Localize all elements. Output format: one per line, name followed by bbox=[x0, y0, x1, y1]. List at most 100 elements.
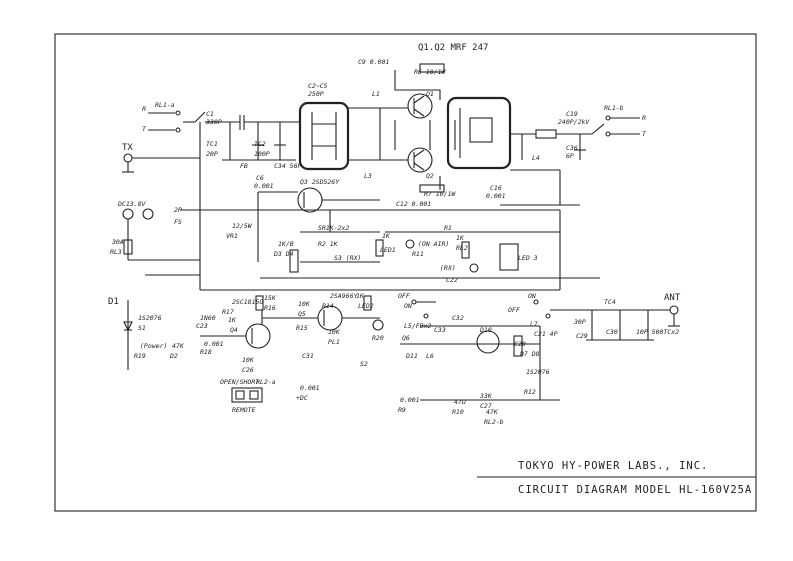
company-name: TOKYO HY-POWER LABS., INC. bbox=[518, 460, 709, 472]
label-r11: 1K bbox=[456, 234, 465, 242]
label-c36v: 6P bbox=[566, 152, 574, 160]
label-tc2v: 100P bbox=[254, 150, 270, 158]
label-fs: 30A bbox=[111, 238, 124, 246]
label-d2: 1N60 bbox=[200, 314, 216, 322]
label-r10: 33K bbox=[479, 392, 493, 400]
label-tc4v: C29 bbox=[576, 332, 588, 340]
label-r16: 10K bbox=[298, 300, 311, 308]
transistor-q1 bbox=[407, 93, 433, 119]
label-r12v: R10 bbox=[452, 408, 464, 416]
label-c25v: 250P bbox=[308, 90, 324, 98]
label-r2: S3 (RX) bbox=[334, 254, 361, 262]
label-tc1v: 20P bbox=[206, 150, 218, 158]
label-led3: (RX) bbox=[440, 264, 456, 272]
label-r14v: LED2 bbox=[358, 302, 374, 310]
label-r12: 47Ω bbox=[454, 398, 466, 406]
label-tc1: TC1 bbox=[206, 140, 218, 148]
label-open: RL2-a bbox=[256, 378, 276, 386]
relay-rl1b bbox=[591, 115, 640, 137]
label-r1v: LED1 bbox=[380, 246, 396, 254]
output-transformer bbox=[446, 96, 512, 170]
label-rl3: D1 bbox=[108, 297, 119, 307]
remote-label: REMOTE bbox=[232, 406, 256, 414]
label-l5: C32 bbox=[452, 314, 464, 322]
label-l1: L1 bbox=[372, 90, 380, 98]
label-q4v: R17 bbox=[222, 308, 234, 316]
label-c25b: R15 bbox=[296, 324, 308, 332]
label-c31v: +DC bbox=[296, 394, 308, 402]
label-tc2: TC2 bbox=[254, 140, 266, 148]
label-pl1: S2 bbox=[360, 360, 368, 368]
label-fb: FB bbox=[240, 162, 248, 170]
tx-label: TX bbox=[122, 143, 133, 153]
transistor-q2 bbox=[407, 147, 433, 173]
label-d3v: R2 1K bbox=[318, 240, 339, 248]
label-q5v: R14 bbox=[322, 302, 334, 310]
transistor-q6 bbox=[400, 325, 560, 401]
label-on2: L7 bbox=[530, 320, 538, 328]
label-r1r: 1K bbox=[382, 232, 391, 240]
label-s2: C31 bbox=[302, 352, 314, 360]
antenna-output bbox=[580, 305, 680, 341]
label-rl1a: RL1-a bbox=[155, 101, 175, 109]
label-c27v: R9 bbox=[398, 406, 406, 414]
bias-q3 bbox=[257, 187, 380, 273]
label-c1: C1 bbox=[206, 110, 214, 118]
output-network bbox=[500, 129, 592, 206]
relay-rl2 bbox=[411, 299, 580, 319]
label-c22v: FS bbox=[174, 218, 182, 226]
label-c36: C36 bbox=[566, 144, 578, 152]
label-r19v: D2 bbox=[169, 352, 178, 360]
label-vr1v: D3 D4 bbox=[273, 250, 294, 258]
label-r2l: R bbox=[642, 114, 646, 122]
led-rl2-network bbox=[375, 231, 560, 273]
label-r3v: VR1 bbox=[226, 232, 238, 240]
header-label: Q1.Q2 MRF 247 bbox=[418, 43, 488, 53]
label-r15v: PL1 bbox=[328, 338, 340, 346]
label-on: L5/FBx2 bbox=[404, 322, 431, 330]
label-c34: C34 56P bbox=[274, 162, 301, 170]
label-r9v: RL2-b bbox=[484, 418, 504, 426]
label-rl2a: OFF bbox=[398, 292, 410, 300]
label-q2: Q2 bbox=[426, 172, 434, 180]
relay-rl1a bbox=[148, 110, 220, 133]
label-c22: 2P bbox=[174, 206, 182, 214]
label-r15: 10K bbox=[328, 328, 341, 336]
label-r17v: R16 bbox=[264, 304, 276, 312]
label-r11v: RL2 bbox=[456, 244, 468, 252]
label-rl2b: OFF bbox=[508, 306, 520, 314]
label-d10: D11 bbox=[405, 352, 418, 360]
label-tc4: 30P bbox=[573, 318, 586, 326]
label-led3v: C22 bbox=[446, 276, 458, 284]
label-led1v: R11 bbox=[412, 250, 424, 258]
label-d1v: S1 bbox=[138, 324, 146, 332]
label-c27: 0.001 bbox=[400, 396, 420, 404]
label-c16v: 0.001 bbox=[486, 192, 506, 200]
label-led1: (ON AIR) bbox=[418, 240, 449, 248]
label-l3: L3 bbox=[364, 172, 372, 180]
label-c12: C12 0.001 bbox=[396, 200, 431, 208]
label-q1: Q1 bbox=[426, 90, 434, 98]
label-rdc: OPEN/SHORT bbox=[220, 378, 260, 386]
label-c30: 10P 500TCx2 bbox=[636, 328, 679, 336]
label-rl1b: RL1-b bbox=[604, 104, 624, 112]
remote-connector bbox=[231, 387, 263, 403]
transistor-q4 bbox=[200, 295, 271, 349]
label-c16: C16 bbox=[490, 184, 502, 192]
tx-connector bbox=[122, 153, 200, 173]
label-d1: 1S2076 bbox=[138, 314, 162, 322]
ant-label: ANT bbox=[664, 293, 681, 303]
label-d7: 1S2076 bbox=[526, 368, 550, 376]
input-network bbox=[220, 115, 300, 161]
label-l4: L4 bbox=[532, 154, 540, 162]
label-c20: C21 4P bbox=[534, 330, 558, 338]
label-r10v: C27 bbox=[480, 402, 492, 410]
label-d11: L6 bbox=[426, 352, 434, 360]
label-r16v: Q5 bbox=[298, 310, 306, 318]
label-q6: D10 bbox=[479, 326, 492, 334]
label-r19: 47K bbox=[172, 342, 185, 350]
input-transformer bbox=[298, 101, 381, 171]
label-c31: 0.001 bbox=[300, 384, 320, 392]
label-r: R bbox=[142, 105, 146, 113]
